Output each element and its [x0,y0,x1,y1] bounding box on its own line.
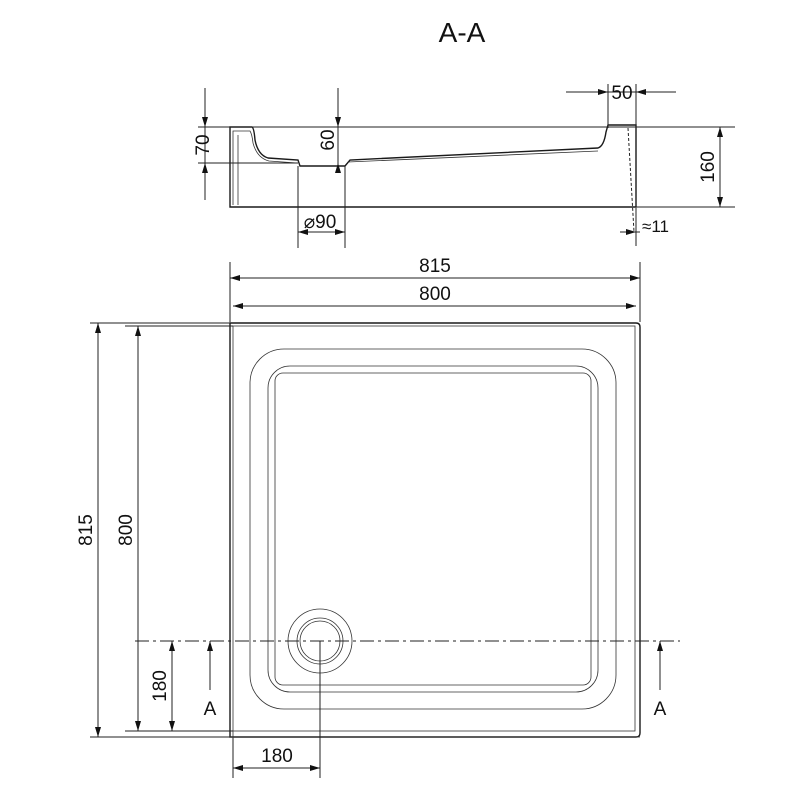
dim-815v-label: 815 [76,514,97,546]
arrow-800h-left [233,303,243,309]
dim-815h-label: 815 [419,256,451,277]
arrow-815h-left [230,275,240,281]
plan-view: A A 815 800 815 800 180 [76,256,680,778]
section-marker-left: A [204,699,217,720]
section-inner-floor [347,150,599,163]
arrow-180h-left [233,765,243,771]
dim-70-label: 70 [193,134,214,155]
arrow-60-bottom [335,163,341,173]
plan-rim-inner [232,325,636,732]
section-marker-right-arrow [657,641,663,651]
dim-60-label: 60 [318,129,339,150]
arrow-70-top [202,117,208,127]
arrow-800v-bottom [135,721,141,731]
arrow-800h-right [626,303,636,309]
arrow-50-right [636,89,646,95]
arrow-90-right [335,229,345,235]
dim-11-label: ≈11 [642,217,669,236]
arrow-60-top [335,117,341,127]
plan-basin-outer [249,348,617,710]
section-slope-dashed [627,127,635,233]
section-marker-right: A [654,699,667,720]
arrow-180h-right [310,765,320,771]
arrow-815v-bottom [95,727,101,737]
arrow-90-left [298,229,308,235]
dim-50-label: 50 [611,83,632,104]
section-tray-outline [229,124,637,208]
plan-outer-outline [229,322,641,738]
plan-basin-floor [274,372,592,686]
arrow-11 [626,229,636,235]
plan-basin-mid [267,365,599,693]
dim-180v-label: 180 [150,670,171,702]
arrow-50-left [598,89,608,95]
section-title: A-A [439,17,486,48]
arrow-815v-top [95,323,101,333]
arrow-800v-top [135,326,141,336]
dim-160-label: 160 [698,151,719,183]
dim-800h-label: 800 [419,284,451,305]
dim-90-label: ⌀90 [304,212,337,233]
arrow-815h-right [630,275,640,281]
dim-800v-label: 800 [116,514,137,546]
arrow-160-top [717,127,723,137]
section-inner-surface [232,130,298,205]
arrow-180v-bottom [169,721,175,731]
arrow-70-bottom [202,163,208,173]
arrow-180v-top [169,641,175,651]
section-marker-left-arrow [207,641,213,651]
dim-180h-label: 180 [261,746,293,767]
arrow-160-bottom [717,197,723,207]
section-view: A-A 70 60 ⌀90 [193,17,735,248]
